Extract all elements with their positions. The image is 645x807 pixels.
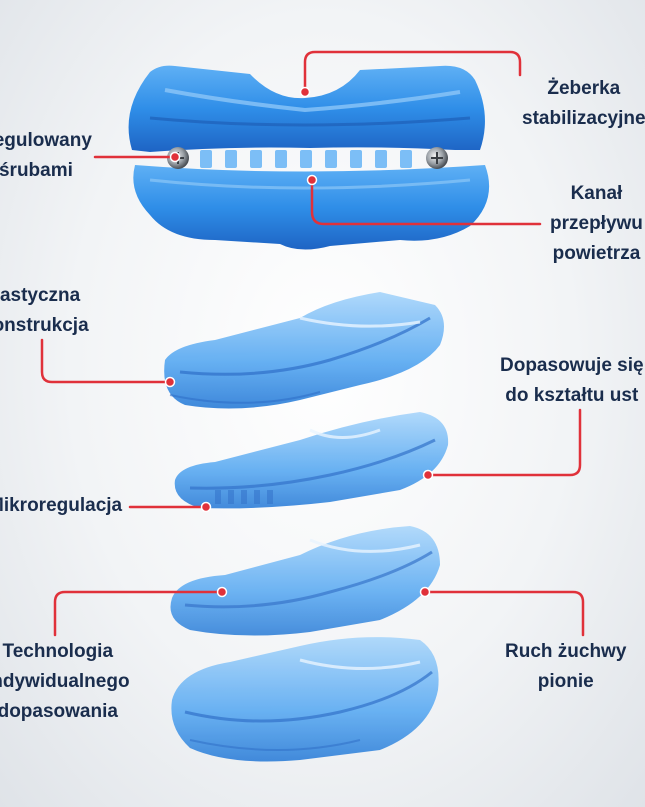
leader-elastyczna [40, 338, 172, 384]
leader-zeberka [303, 50, 522, 94]
leader-technologia [53, 590, 224, 637]
leader-ruch [423, 590, 585, 637]
label-technologia: Technologia indywidualnego dopasowania [0, 641, 130, 722]
exploded-layer-2 [174, 412, 449, 509]
leader-kanal [310, 178, 542, 226]
label-kanal: Kanał przepływu powietrza [550, 183, 643, 264]
label-ruch: Ruch żuchwy pionie [505, 641, 627, 692]
leader-dopasowuje [426, 408, 582, 477]
label-regulowany: Regulowany śrubami [0, 130, 92, 181]
leader-lines [40, 50, 585, 637]
label-elastyczna: Elastyczna konstrukcja [0, 285, 89, 336]
leader-dots [164, 86, 434, 598]
exploded-layer-4 [171, 637, 439, 762]
label-zeberka: Żeberka stabilizacyjne [522, 78, 645, 129]
exploded-layer-1 [164, 292, 444, 409]
label-mikroregulacja: Mikroregulacja [0, 495, 123, 516]
exploded-layer-3 [170, 526, 440, 636]
label-dopasowuje: Dopasowuje się do kształtu ust [500, 355, 644, 406]
